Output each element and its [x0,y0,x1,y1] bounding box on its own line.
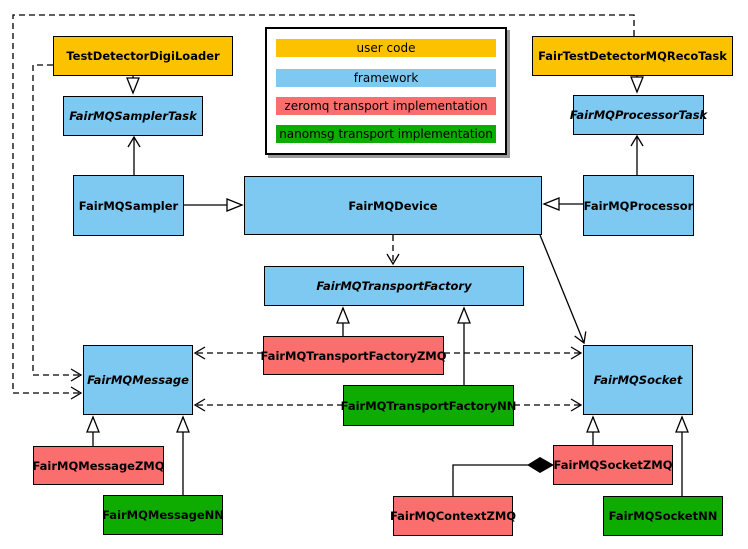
node-label: FairMQSocket [593,373,683,387]
node-label: FairMQSampler [78,198,179,213]
node-fairmqsampler: FairMQSampler [73,175,184,236]
node-testdetectordigiloader: TestDetectorDigiLoader [53,36,233,76]
node-label: TestDetectorDigiLoader [66,49,220,63]
node-label: FairMQSamplerTask [69,109,197,123]
node-label: FairMQMessage [87,373,189,387]
node-fairtestdetectormqrecotask: FairTestDetectorMQRecoTask [532,36,733,76]
edge-recotask-message [12,14,635,400]
node-label: FairMQProcessorTask [569,108,708,122]
node-fairmqtransportfactoryzmq: FairMQTransportFactoryZMQ [260,336,447,375]
node-label: FairMQTransportFactoryNN [340,398,517,413]
legend-item-zeromq: zeromq transport implementation [276,97,496,115]
node-fairmqmessagezmq: FairMQMessageZMQ [32,446,165,485]
node-label: FairMQTransportFactory [316,279,472,293]
legend-item-nanomsg: nanomsg transport implementation [276,125,496,143]
node-label: FairMQSocketNN [608,509,718,523]
node-label: FairMQProcessor [583,198,694,213]
legend-item-framework: framework [276,69,496,87]
node-fairmqsocketnn: FairMQSocketNN [603,496,723,536]
node-fairmqtransportfactorynn: FairMQTransportFactoryNN [340,385,517,426]
legend-label: nanomsg transport implementation [279,127,493,141]
node-label: FairMQDevice [348,198,438,213]
node-fairmqprocessor: FairMQProcessor [583,175,694,236]
edge-device-socket [539,234,587,345]
node-label: FairMQMessageZMQ [32,458,165,473]
node-fairmqmessagenn: FairMQMessageNN [102,495,224,535]
node-label: FairMQContextZMQ [389,509,517,523]
edge-contextzmq-socketzmq [452,464,528,496]
legend-label: user code [356,41,416,55]
node-fairmqsocket: FairMQSocket [583,345,693,415]
legend-label: zeromq transport implementation [284,99,488,113]
composition-diamond-icon [527,457,554,473]
node-fairmqsamplertask: FairMQSamplerTask [63,96,203,136]
node-label: FairMQSocketZMQ [553,458,673,472]
node-fairmqprocessortask: FairMQProcessorTask [569,95,708,135]
edge-digiloader-message [32,64,83,382]
node-label: FairMQMessageNN [102,508,224,522]
node-fairmqdevice: FairMQDevice [244,176,542,235]
legend-item-user-code: user code [276,39,496,57]
node-fairmqsocketzmq: FairMQSocketZMQ [553,445,673,485]
node-fairmqtransportfactory: FairMQTransportFactory [264,266,524,306]
node-fairmqcontextzmq: FairMQContextZMQ [389,496,517,536]
legend-label: framework [353,71,419,85]
node-label: FairMQTransportFactoryZMQ [260,348,447,363]
node-label: FairTestDetectorMQRecoTask [538,49,727,63]
legend: user code framework zeromq transport imp… [265,27,507,155]
node-fairmqmessage: FairMQMessage [83,345,193,415]
